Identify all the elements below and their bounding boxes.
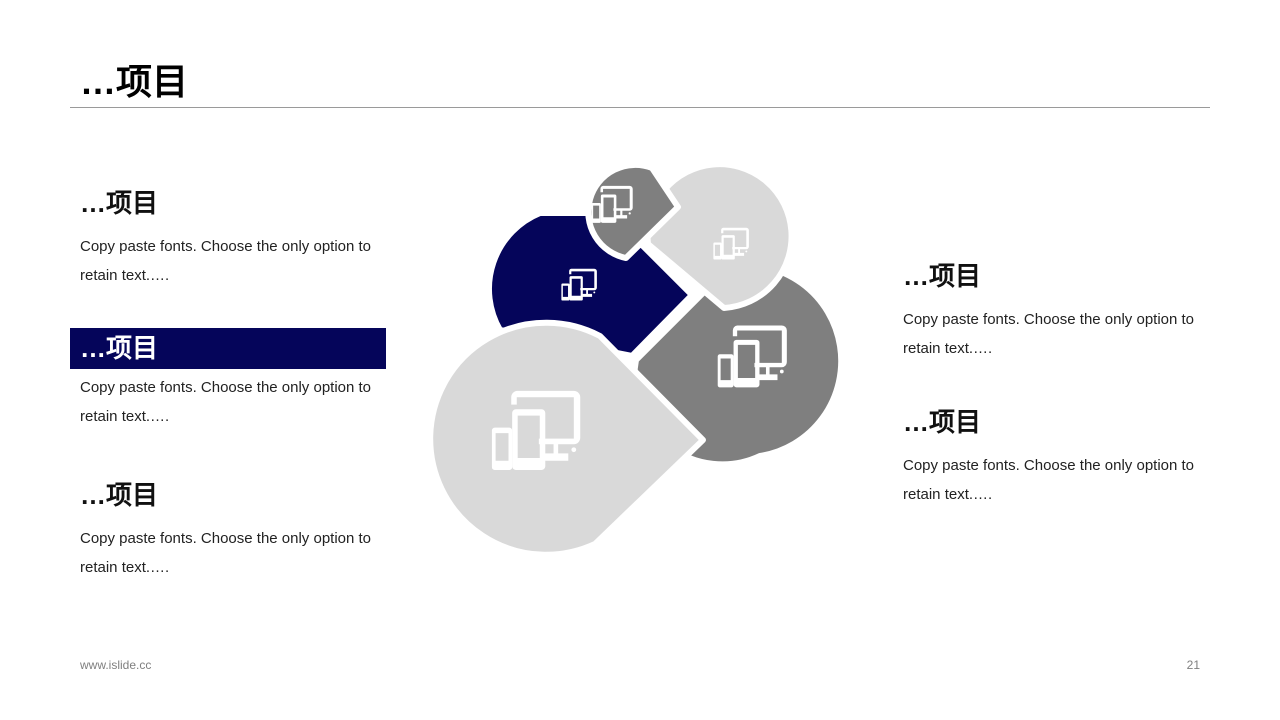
left-block-2-heading: …项目 [70, 328, 386, 369]
right-block-1-heading: …项目 [903, 261, 982, 291]
left-block-2: …项目 Copy paste fonts. Choose the only op… [70, 328, 400, 431]
right-block-2-heading: …项目 [903, 407, 982, 437]
page-number: 21 [1186, 658, 1200, 672]
slide-title: …项目 [80, 61, 189, 102]
left-block-3-text: Copy paste fonts. Choose the only option… [80, 530, 372, 576]
left-block-3: …项目 Copy paste fonts. Choose the only op… [80, 478, 400, 582]
left-block-1: …项目 Copy paste fonts. Choose the only op… [80, 186, 400, 290]
left-block-1-text: Copy paste fonts. Choose the only option… [80, 238, 372, 284]
right-block-1-text: Copy paste fonts. Choose the only option… [903, 311, 1195, 357]
left-block-2-text: Copy paste fonts. Choose the only option… [80, 379, 372, 425]
right-block-2: …项目 Copy paste fonts. Choose the only op… [903, 405, 1223, 509]
right-block-2-text: Copy paste fonts. Choose the only option… [903, 457, 1195, 503]
footer-url: www.islide.cc [80, 658, 152, 672]
right-block-1: …项目 Copy paste fonts. Choose the only op… [903, 259, 1223, 363]
title-divider [70, 107, 1210, 108]
left-block-1-heading: …项目 [80, 188, 159, 218]
left-block-3-heading: …项目 [80, 480, 159, 510]
